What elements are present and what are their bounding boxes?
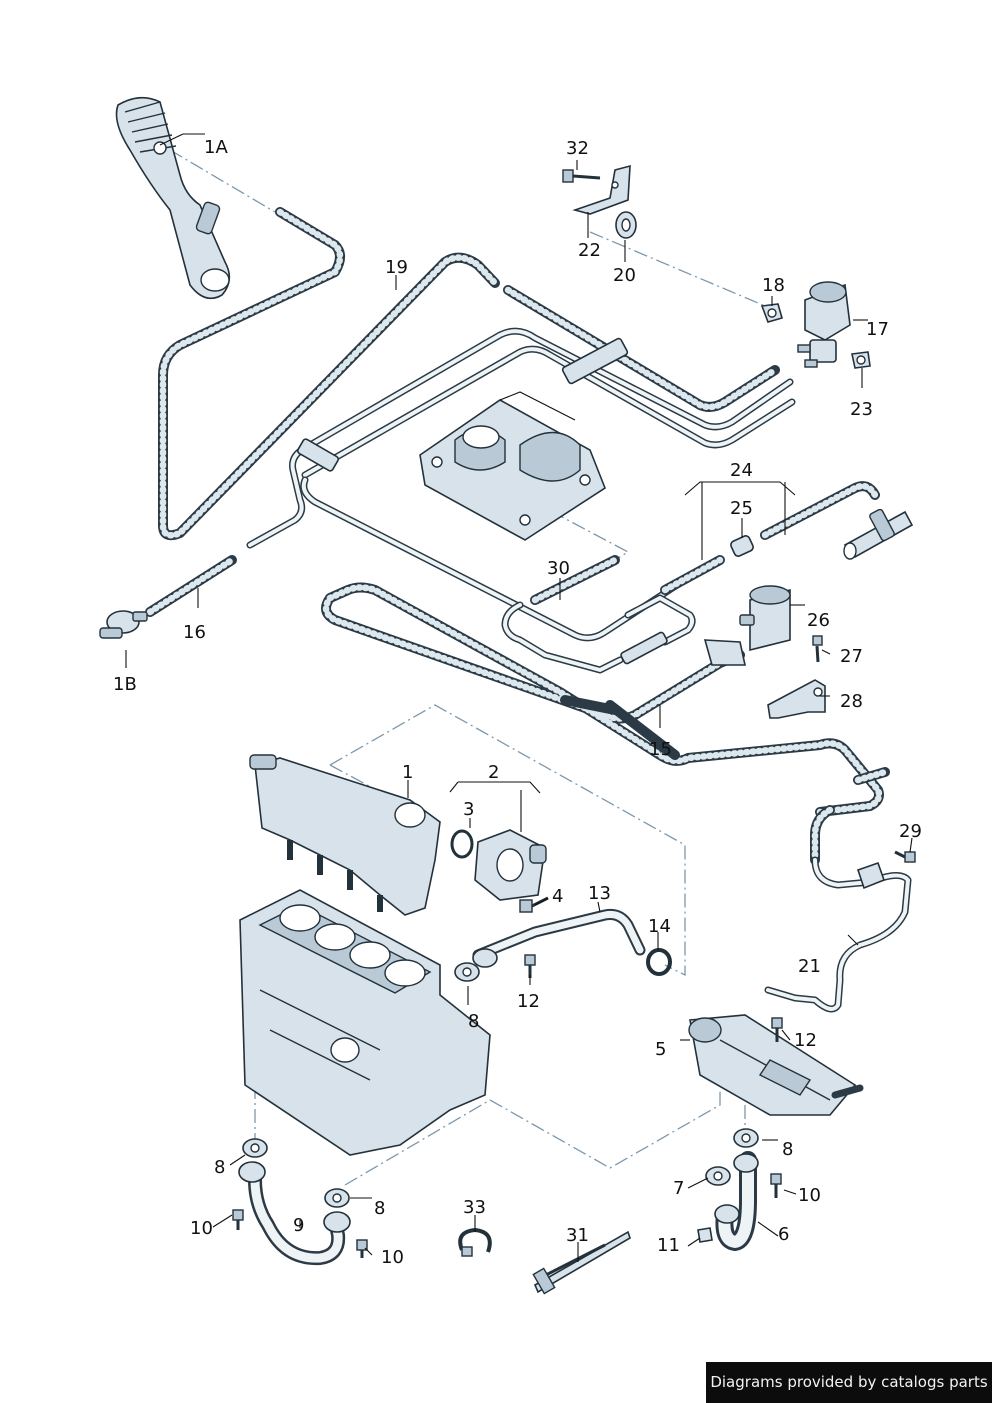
label-8-right: 8 bbox=[782, 1139, 793, 1160]
vacuum-pump-housing bbox=[419, 391, 606, 541]
gasket-8-right bbox=[733, 1128, 759, 1148]
hose-30 bbox=[501, 555, 624, 674]
hose-15 bbox=[321, 582, 884, 817]
credits-footer: Diagrams provided by catalogs parts bbox=[706, 1362, 992, 1403]
t-connector bbox=[703, 639, 746, 666]
label-8-upper: 8 bbox=[468, 1011, 479, 1032]
clamp-14 bbox=[646, 948, 672, 976]
hose-21 bbox=[764, 856, 912, 1013]
label-21: 21 bbox=[798, 956, 821, 977]
hose-16 bbox=[145, 555, 237, 617]
label-33: 33 bbox=[463, 1197, 486, 1218]
hose-15-lower bbox=[620, 631, 890, 865]
label-29: 29 bbox=[899, 821, 922, 842]
bracket-22 bbox=[572, 164, 631, 215]
label-20: 20 bbox=[613, 265, 636, 286]
pressure-converter-26 bbox=[739, 585, 791, 652]
egr-cooler-5 bbox=[688, 1014, 864, 1116]
label-27: 27 bbox=[840, 646, 863, 667]
intake-manifold-1 bbox=[249, 754, 441, 916]
label-10-mid: 10 bbox=[381, 1247, 404, 1268]
label-30: 30 bbox=[547, 558, 570, 579]
screw-10-left bbox=[232, 1209, 244, 1230]
reference-lines bbox=[169, 149, 771, 1186]
label-10-right: 10 bbox=[798, 1185, 821, 1206]
t-piece-24 bbox=[843, 508, 914, 560]
vacuum-hose-19 bbox=[158, 207, 500, 541]
screw-10-mid bbox=[356, 1239, 368, 1258]
hose-clip-33 bbox=[458, 1227, 492, 1257]
label-14: 14 bbox=[648, 916, 671, 937]
label-6: 6 bbox=[778, 1224, 789, 1245]
seal-3 bbox=[450, 829, 474, 859]
gasket-7 bbox=[705, 1166, 731, 1186]
solenoid-valve-17 bbox=[797, 281, 851, 368]
label-1B: 1B bbox=[113, 674, 137, 695]
label-19: 19 bbox=[385, 257, 408, 278]
gasket-8-upper bbox=[454, 962, 480, 982]
screw-12-upper bbox=[524, 954, 536, 978]
label-16: 16 bbox=[183, 622, 206, 643]
label-25: 25 bbox=[730, 498, 753, 519]
egr-pipe-6 bbox=[714, 1151, 759, 1251]
label-17: 17 bbox=[866, 319, 889, 340]
label-26: 26 bbox=[807, 610, 830, 631]
label-9: 9 bbox=[293, 1215, 304, 1236]
gasket-8-mid bbox=[324, 1188, 350, 1208]
screw-12-cooler bbox=[771, 1017, 783, 1042]
label-12-upper: 12 bbox=[517, 991, 540, 1012]
engine-block bbox=[239, 889, 491, 1156]
callout-labels: 1A 1B 1 2 3 4 5 6 7 8 8 8 8 9 10 10 10 1… bbox=[113, 137, 922, 1268]
egr-pipe-9 bbox=[238, 1161, 351, 1266]
label-1: 1 bbox=[402, 762, 413, 783]
label-7: 7 bbox=[673, 1178, 684, 1199]
nut-18 bbox=[760, 303, 783, 323]
bracket-28 bbox=[767, 679, 826, 719]
egr-pipe-13 bbox=[472, 909, 646, 968]
label-8-left: 8 bbox=[214, 1157, 225, 1178]
intake-hose-1A bbox=[115, 96, 231, 300]
label-32: 32 bbox=[566, 138, 589, 159]
non-return-valve-25 bbox=[730, 535, 754, 557]
label-5: 5 bbox=[655, 1039, 666, 1060]
grommet-20 bbox=[615, 211, 637, 239]
hose-24 bbox=[624, 481, 880, 646]
label-1A: 1A bbox=[204, 137, 228, 158]
label-13: 13 bbox=[588, 883, 611, 904]
label-11: 11 bbox=[657, 1235, 680, 1256]
label-3: 3 bbox=[463, 799, 474, 820]
leader-lines bbox=[125, 133, 913, 1262]
cable-tie-31 bbox=[532, 1230, 631, 1295]
check-valve-1B bbox=[99, 610, 148, 639]
screw-32 bbox=[562, 169, 601, 183]
nut-11 bbox=[697, 1227, 713, 1243]
label-8-mid: 8 bbox=[374, 1198, 385, 1219]
label-2: 2 bbox=[488, 762, 499, 783]
label-31: 31 bbox=[566, 1225, 589, 1246]
label-4: 4 bbox=[552, 886, 563, 907]
screw-29 bbox=[894, 850, 916, 863]
vacuum-line-bundle bbox=[246, 285, 796, 642]
label-15: 15 bbox=[649, 739, 672, 760]
gasket-8-left bbox=[242, 1138, 268, 1158]
label-18: 18 bbox=[762, 275, 785, 296]
label-24: 24 bbox=[730, 460, 753, 481]
screw-27 bbox=[812, 635, 823, 663]
label-10-left: 10 bbox=[190, 1218, 213, 1239]
screw-10-right bbox=[770, 1173, 782, 1198]
label-28: 28 bbox=[840, 691, 863, 712]
throttle-body-2 bbox=[474, 829, 547, 901]
label-23: 23 bbox=[850, 399, 873, 420]
label-22: 22 bbox=[578, 240, 601, 261]
nut-23 bbox=[851, 351, 871, 369]
label-12-cooler: 12 bbox=[794, 1030, 817, 1051]
